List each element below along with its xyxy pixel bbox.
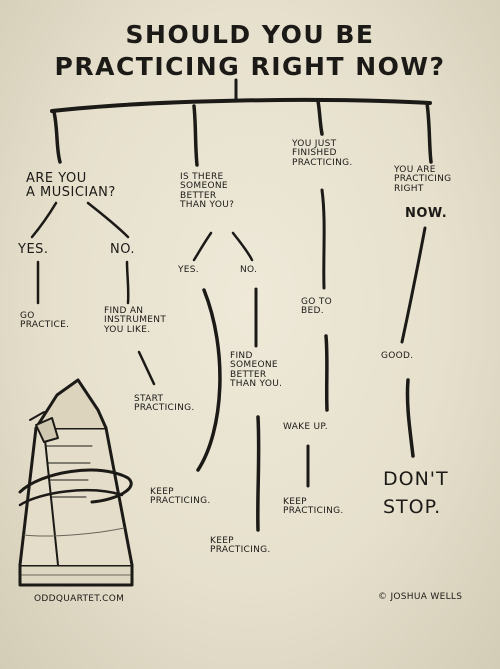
b3-line-1 (320, 188, 326, 290)
b2-yes-label: YES. (178, 265, 199, 275)
b4-line-1 (400, 226, 427, 344)
b2-question: IS THERE SOMEONE BETTER THAN YOU? (180, 172, 235, 211)
b1-no-line (125, 260, 130, 305)
footer-credit: © JOSHUA WELLS (378, 592, 463, 602)
b4-question: YOU ARE PRACTICING RIGHT (394, 165, 452, 194)
b4-step1: GOOD. (381, 351, 414, 361)
b1-split-no (86, 201, 130, 239)
b3-step2: WAKE UP. (283, 422, 328, 432)
b2-no-label: NO. (240, 265, 258, 275)
b3-line-2 (324, 334, 329, 412)
b4-question-emphasis: NOW. (405, 206, 448, 221)
b2-split-yes (192, 231, 213, 262)
b1-no-label: NO. (110, 242, 136, 257)
b1-yes-label: YES. (18, 242, 49, 257)
b1-final: KEEP PRACTICING. (150, 487, 211, 507)
metronome-icon (18, 378, 134, 587)
b2-split-no (231, 231, 254, 262)
b3-final: KEEP PRACTICING. (283, 497, 344, 517)
b2-yes-curve (196, 288, 222, 472)
b1-split-yes (30, 201, 58, 239)
top-bar (50, 97, 432, 113)
drop-line-3 (316, 99, 324, 136)
title-line-1: SHOULD YOU BE (125, 20, 375, 49)
b2-no-result: FIND SOMEONE BETTER THAN YOU. (230, 351, 283, 390)
footer-site: ODDQUARTET.COM (34, 594, 125, 604)
b1-no-result: FIND AN INSTRUMENT YOU LIKE. (104, 306, 167, 335)
drop-line-4 (425, 101, 433, 164)
b1-instrument-line (137, 350, 156, 386)
b2-final: KEEP PRACTICING. (210, 536, 271, 556)
b4-line-2 (405, 378, 415, 458)
b1-question: ARE YOU A MUSICIAN? (26, 171, 116, 200)
drop-line-1 (52, 110, 62, 164)
b3-question: YOU JUST FINISHED PRACTICING. (292, 139, 353, 168)
b1-no-next: START PRACTICING. (134, 394, 195, 414)
b1-yes-result: GO PRACTICE. (20, 311, 70, 331)
title-line-2: PRACTICING RIGHT NOW? (54, 52, 446, 81)
b3-step1: GO TO BED. (301, 297, 333, 317)
drop-line-2 (192, 104, 199, 167)
b4-final: DON'T STOP. (383, 468, 449, 518)
b2-find-line (256, 415, 261, 532)
